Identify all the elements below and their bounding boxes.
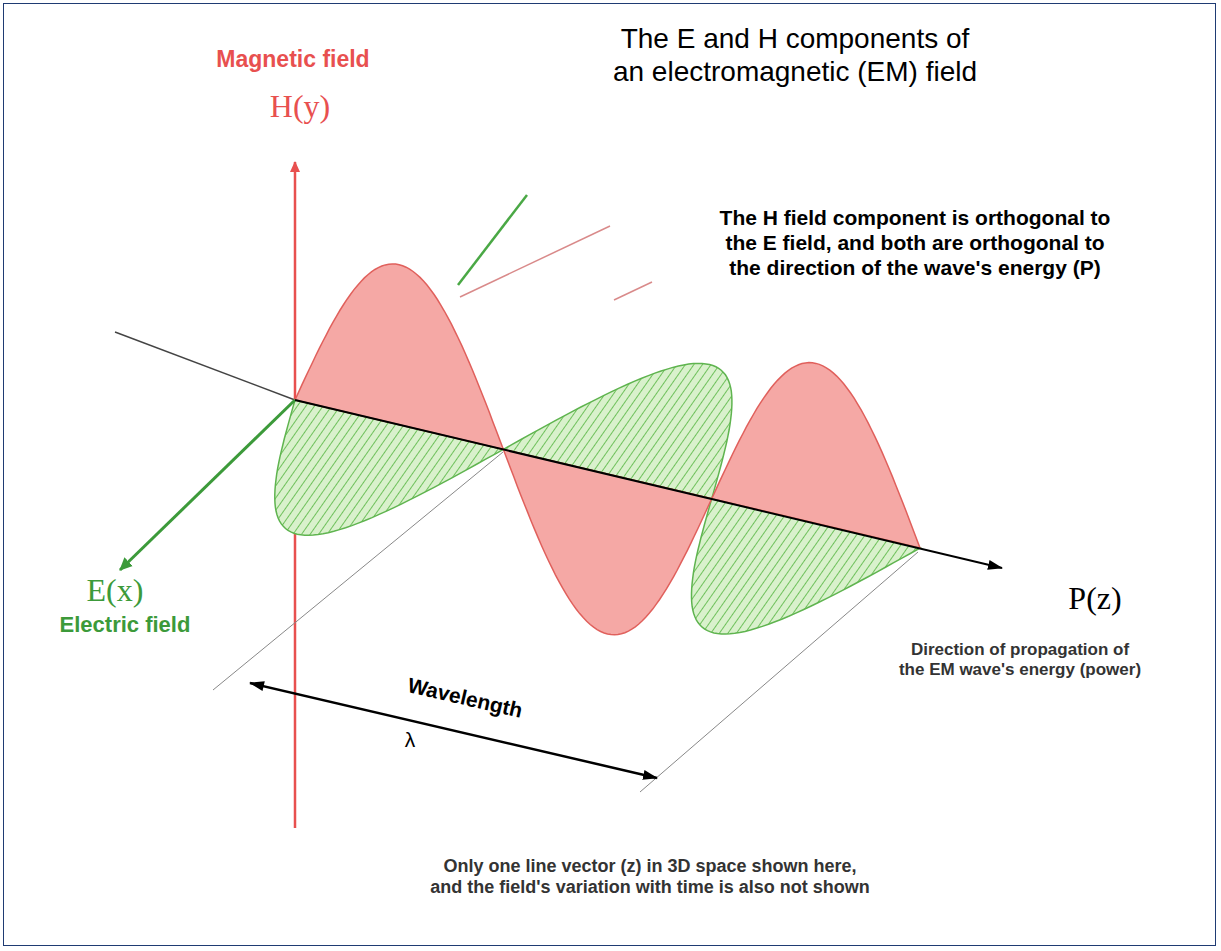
magnetic-wave — [295, 264, 920, 635]
z-axis-back — [115, 332, 295, 400]
annotation-note: The H field component is orthogonal to t… — [620, 206, 1210, 280]
axis-name: Electric field — [20, 612, 230, 638]
dimension-symbol: λ — [390, 728, 430, 753]
z-axis — [295, 400, 1002, 568]
leader-line — [614, 282, 652, 300]
axis-symbol: P(z) — [1040, 580, 1150, 618]
wave-curves — [275, 264, 920, 635]
e-axis — [120, 400, 295, 570]
diagram-caption: Only one line vector (z) in 3D space sho… — [300, 856, 1000, 898]
axis-name: Magnetic field — [178, 46, 408, 73]
axis-symbol: E(x) — [70, 572, 160, 610]
diagram-title: The E and H components of an electromagn… — [470, 22, 1120, 88]
leader-line — [460, 226, 610, 297]
axis-description: Direction of propagation of the EM wave'… — [840, 640, 1200, 680]
e-axis-back — [458, 195, 527, 285]
axis-symbol: H(y) — [250, 88, 350, 126]
dimension-label: Wavelength — [370, 665, 561, 732]
